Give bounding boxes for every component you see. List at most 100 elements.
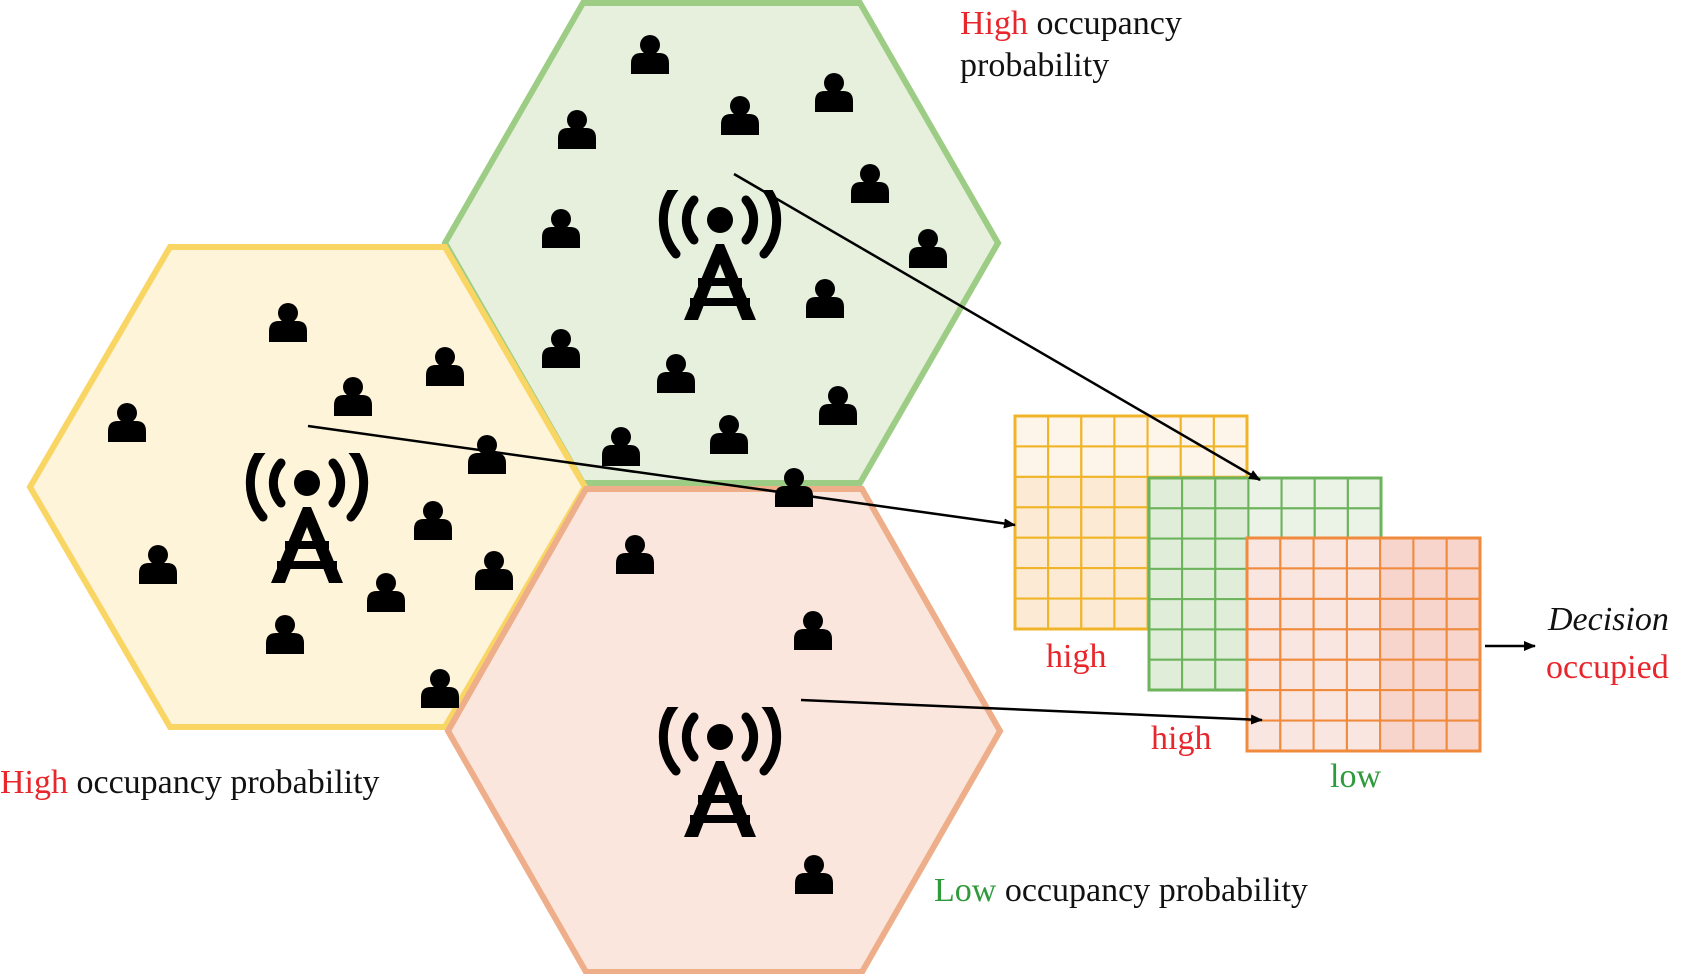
grid-cell (1246, 628, 1282, 661)
grid-cell (1247, 507, 1283, 540)
grid-cell (1181, 658, 1217, 692)
grid-cell (1113, 506, 1149, 539)
grid-cell (1113, 536, 1149, 570)
grid-border (1245, 536, 1482, 753)
label-green-cell: High occupancy probability (960, 3, 1182, 87)
arrow-yellow-to-grid (307, 424, 1016, 529)
grid-cell (1214, 658, 1250, 692)
grid-cell (1212, 415, 1249, 448)
grid-cell (1014, 445, 1050, 478)
grid-cell (1412, 719, 1448, 752)
grid-cell (1379, 689, 1415, 722)
grid-cell (1412, 537, 1448, 570)
grid-cell (1014, 567, 1050, 600)
grid-cell (1080, 475, 1116, 509)
grid-cell (1279, 628, 1315, 661)
grid-cell (1379, 658, 1415, 692)
grid-cell (1047, 475, 1083, 509)
grid-cell (1181, 537, 1217, 570)
arrow-orange-to-grid (800, 698, 1263, 725)
grid-cell (1312, 719, 1348, 752)
grid-cell (1214, 628, 1250, 661)
grid-label-orange: high (1151, 720, 1212, 757)
grid-cell (1047, 597, 1083, 630)
grid-cell (1080, 445, 1116, 478)
grid-cell (1412, 689, 1448, 722)
grid-cell (1312, 658, 1348, 692)
grid-cell (1014, 506, 1050, 539)
grid-cell (1148, 598, 1184, 631)
grid-cell (1445, 658, 1481, 692)
grid-cell (1313, 507, 1349, 540)
label-text: occupancy probability (68, 764, 380, 801)
grid-cell (1014, 536, 1050, 570)
grid-cell (1080, 506, 1116, 539)
grid-cell (1345, 537, 1382, 570)
grid-cell (1246, 597, 1282, 631)
grid-cell (1214, 477, 1250, 510)
grid-cell (1313, 477, 1349, 510)
grid-cell (1412, 658, 1448, 692)
grid-cell (1014, 597, 1050, 630)
grid-cell (1148, 507, 1184, 540)
grid-cell (1279, 689, 1315, 722)
grid-cell (1345, 597, 1382, 631)
decision-title: Decision (1548, 601, 1669, 638)
grid-cell (1014, 475, 1050, 509)
grid-cell (1445, 628, 1481, 661)
grid-cell (1312, 628, 1348, 661)
grid-cell (1412, 567, 1448, 600)
grid-cell (1113, 597, 1149, 630)
label-text: occupancy probability (996, 872, 1308, 909)
grid-cell (1214, 537, 1250, 570)
label-text: probability (960, 47, 1110, 84)
occupancy-grid-orange (1245, 536, 1482, 753)
grid-cell (1181, 598, 1217, 631)
grid-cell (1312, 689, 1348, 722)
grid-cell (1345, 567, 1382, 600)
grid-cell (1214, 507, 1250, 540)
grid-cell (1412, 597, 1448, 631)
grid-cell (1445, 597, 1481, 631)
grid-cell (1246, 719, 1282, 752)
level-text: High (0, 764, 68, 801)
grid-cell (1148, 567, 1184, 601)
grid-cell (1047, 415, 1083, 448)
grid-cell (1246, 658, 1282, 692)
grid-cell (1181, 507, 1217, 540)
grid-cell (1279, 537, 1315, 570)
grid-cell (1148, 477, 1184, 510)
grid-cell (1148, 658, 1184, 692)
grid-cell (1113, 567, 1149, 600)
grid-cell (1345, 719, 1382, 752)
grid-cell (1345, 658, 1382, 692)
grid-cell (1280, 507, 1316, 540)
grid-cell (1148, 628, 1184, 661)
grid-cell (1113, 475, 1149, 509)
grid-cell (1279, 719, 1315, 752)
grid-cell (1346, 477, 1383, 510)
grid-cell (1246, 567, 1282, 600)
grid-cell (1280, 477, 1316, 510)
grid-cell (1312, 597, 1348, 631)
grid-cell (1014, 415, 1050, 448)
grid-cell (1345, 689, 1382, 722)
level-text: High (960, 5, 1028, 42)
grid-cell (1047, 536, 1083, 570)
grid-cell (1113, 415, 1149, 448)
grid-cell (1445, 719, 1481, 752)
label-yellow-cell: High occupancy probability (0, 762, 380, 804)
grid-cell (1181, 477, 1217, 510)
grid-cell (1047, 567, 1083, 600)
label-text: occupancy (1028, 5, 1182, 42)
grid-cell (1080, 536, 1116, 570)
grid-cell (1279, 658, 1315, 692)
grid-cell (1445, 689, 1481, 722)
grid-cell (1214, 598, 1250, 631)
label-orange-cell: Low occupancy probability (934, 870, 1308, 912)
level-text: Low (934, 872, 997, 909)
grid-cell (1345, 628, 1382, 661)
grid-cell (1047, 445, 1083, 478)
grid-cell (1179, 415, 1215, 448)
grid-cell (1146, 445, 1182, 478)
